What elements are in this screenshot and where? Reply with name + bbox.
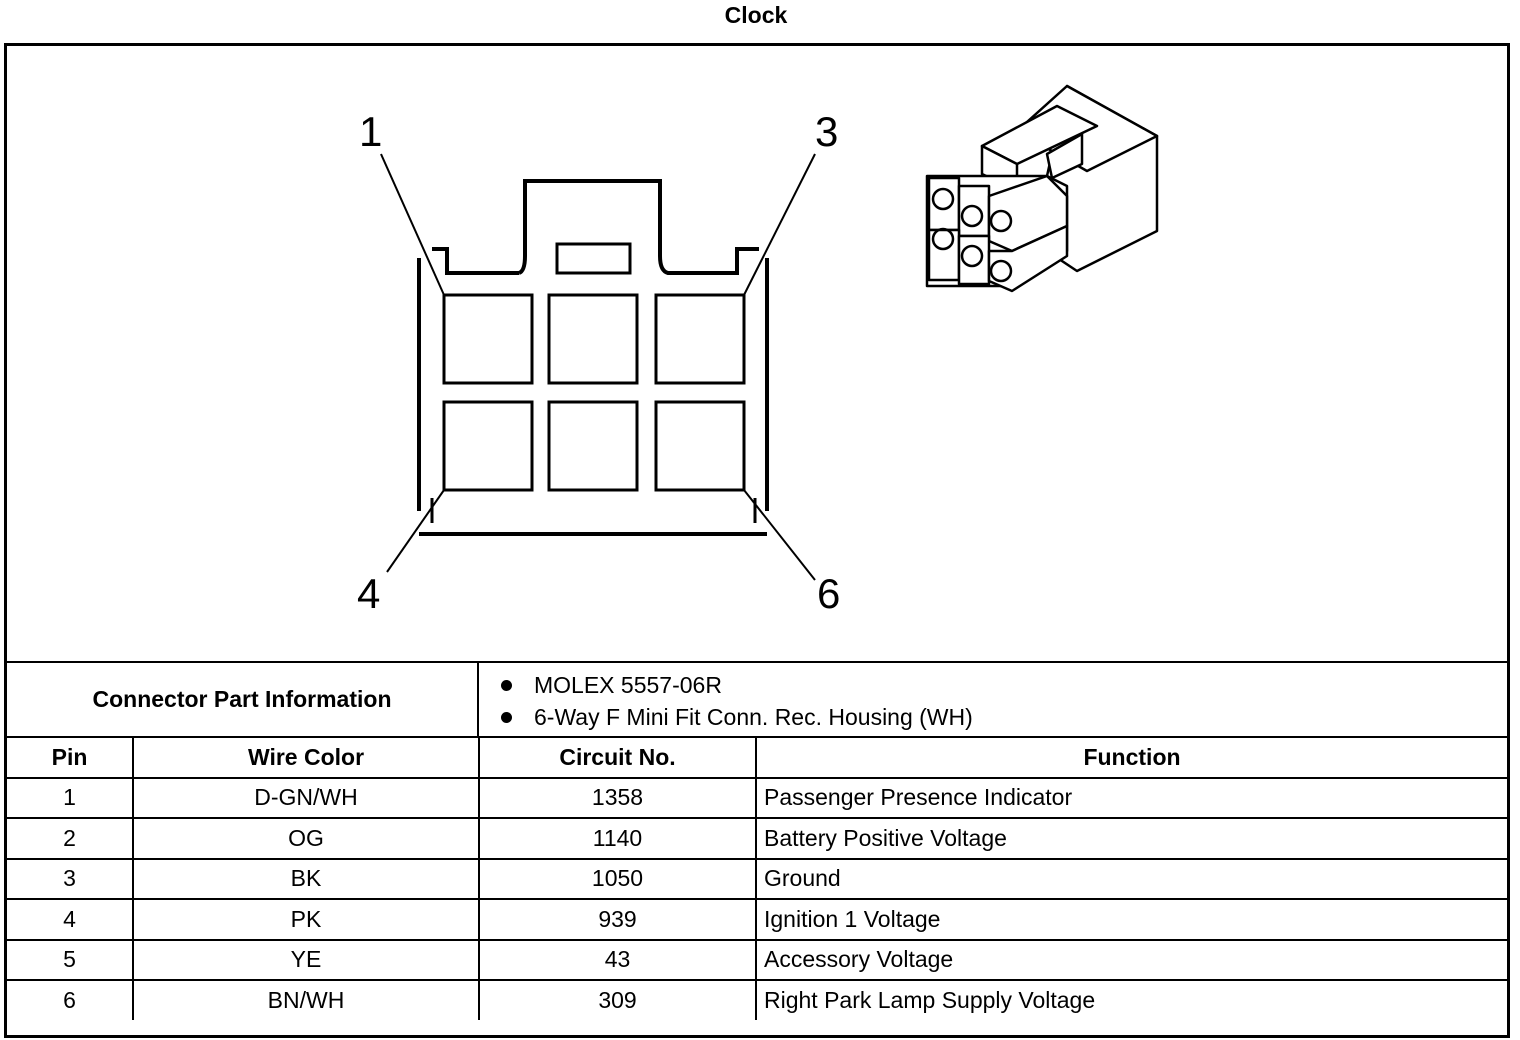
- cell-wire-color: YE: [132, 938, 480, 981]
- header-wire-color: Wire Color: [132, 738, 480, 779]
- part-info-text: MOLEX 5557-06R: [534, 671, 722, 698]
- part-info-item: MOLEX 5557-06R: [501, 669, 1507, 701]
- connector-diagram: 1 3 4 6: [357, 84, 1159, 617]
- cell-wire-color: BK: [132, 857, 480, 900]
- cell-circuit: 1140: [478, 817, 757, 860]
- connector-frame: 1 3 4 6: [4, 43, 1510, 1038]
- leader-pin-4: [386, 489, 445, 573]
- pin-label-3: 3: [815, 108, 838, 155]
- cell-circuit: 1358: [478, 776, 757, 819]
- table-row: 1 D-GN/WH 1358 Passenger Presence Indica…: [7, 776, 1507, 819]
- cell-function: Ignition 1 Voltage: [755, 898, 1507, 941]
- connector-outline: [417, 179, 769, 536]
- bullet-icon: [501, 711, 512, 723]
- table-row: 4 PK 939 Ignition 1 Voltage: [7, 898, 1507, 941]
- header-function: Function: [755, 738, 1507, 779]
- leader-pin-1: [380, 153, 445, 296]
- terminal-cavities: [442, 293, 746, 492]
- cell-function: Ground: [755, 857, 1507, 900]
- cell-pin: 4: [7, 898, 134, 941]
- cell-function: Passenger Presence Indicator: [755, 776, 1507, 819]
- cell-circuit: 309: [478, 979, 757, 1020]
- cell-wire-color: PK: [132, 898, 480, 941]
- pin-leader-lines: [380, 153, 816, 581]
- latch-ridge: [1045, 132, 1084, 180]
- cell-circuit: 43: [478, 938, 757, 981]
- cavity-4: [442, 400, 534, 492]
- table-row: 3 BK 1050 Ground: [7, 857, 1507, 900]
- pinout-table: Pin Wire Color Circuit No. Function 1 D-…: [7, 738, 1507, 1020]
- connector-part-info-label: Connector Part Information: [7, 663, 479, 736]
- terminal-holes: [931, 187, 1013, 283]
- pin-label-1: 1: [359, 108, 382, 155]
- connector-part-info: Connector Part Information MOLEX 5557-06…: [7, 661, 1507, 738]
- cell-circuit: 1050: [478, 857, 757, 900]
- cell-wire-color: D-GN/WH: [132, 776, 480, 819]
- cell-circuit: 939: [478, 898, 757, 941]
- cell-pin: 1: [7, 776, 134, 819]
- table-header-row: Pin Wire Color Circuit No. Function: [7, 738, 1507, 779]
- connector-3d-illustration: [925, 84, 1159, 293]
- connector-face: [417, 179, 769, 536]
- cell-pin: 6: [7, 979, 134, 1020]
- part-info-item: 6-Way F Mini Fit Conn. Rec. Housing (WH): [501, 701, 1507, 733]
- table-row: 5 YE 43 Accessory Voltage: [7, 938, 1507, 981]
- cavity-2: [547, 293, 639, 385]
- header-pin: Pin: [7, 738, 134, 779]
- bullet-icon: [501, 679, 512, 691]
- cavity-3: [654, 293, 746, 385]
- pin-label-6: 6: [817, 570, 840, 617]
- cell-pin: 5: [7, 938, 134, 981]
- cell-function: Battery Positive Voltage: [755, 817, 1507, 860]
- header-circuit-no: Circuit No.: [478, 738, 757, 779]
- cell-function: Right Park Lamp Supply Voltage: [755, 979, 1507, 1020]
- cell-function: Accessory Voltage: [755, 938, 1507, 981]
- page-title: Clock: [724, 2, 788, 28]
- cavity-5: [547, 400, 639, 492]
- leader-pin-3: [743, 153, 816, 296]
- cell-wire-color: OG: [132, 817, 480, 860]
- part-info-text: 6-Way F Mini Fit Conn. Rec. Housing (WH): [534, 703, 973, 730]
- cell-wire-color: BN/WH: [132, 979, 480, 1020]
- connector-bottom-rail: [430, 498, 757, 523]
- pin-label-4: 4: [357, 570, 380, 617]
- table-row: 2 OG 1140 Battery Positive Voltage: [7, 817, 1507, 860]
- leader-pin-6: [743, 489, 816, 581]
- connector-part-info-list: MOLEX 5557-06R 6-Way F Mini Fit Conn. Re…: [479, 663, 1507, 736]
- cavity-6: [654, 400, 746, 492]
- cell-pin: 2: [7, 817, 134, 860]
- terminal-6: [987, 224, 1069, 293]
- table-row: 6 BN/WH 309 Right Park Lamp Supply Volta…: [7, 979, 1507, 1020]
- cell-pin: 3: [7, 857, 134, 900]
- cavity-1: [442, 293, 534, 385]
- latch-window: [555, 242, 632, 275]
